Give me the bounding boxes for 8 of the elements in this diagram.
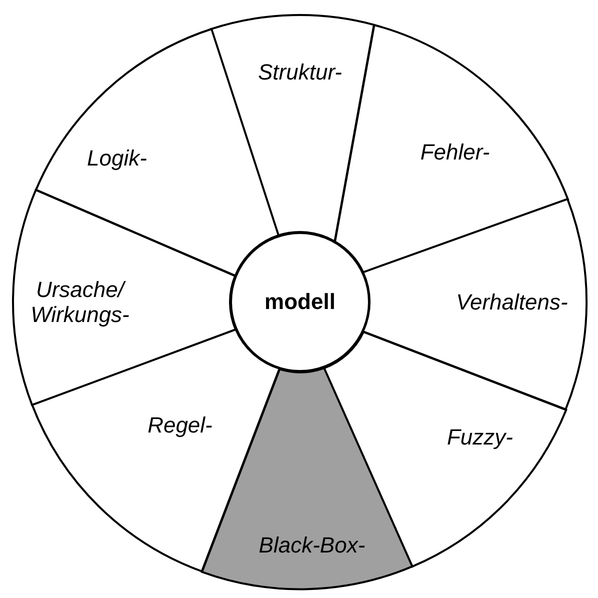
segment-label: Ursache/ Wirkungs- [30, 276, 130, 327]
segment-label: Fehler- [420, 139, 490, 164]
segment-label: Black-Box- [258, 532, 366, 558]
segment-label: Struktur- [258, 59, 342, 84]
segment-label: Regel- [148, 412, 212, 438]
segment-label: Verhaltens- [456, 289, 568, 314]
segment-label: Logik- [87, 145, 147, 170]
segment-label: Fuzzy- [446, 424, 513, 450]
